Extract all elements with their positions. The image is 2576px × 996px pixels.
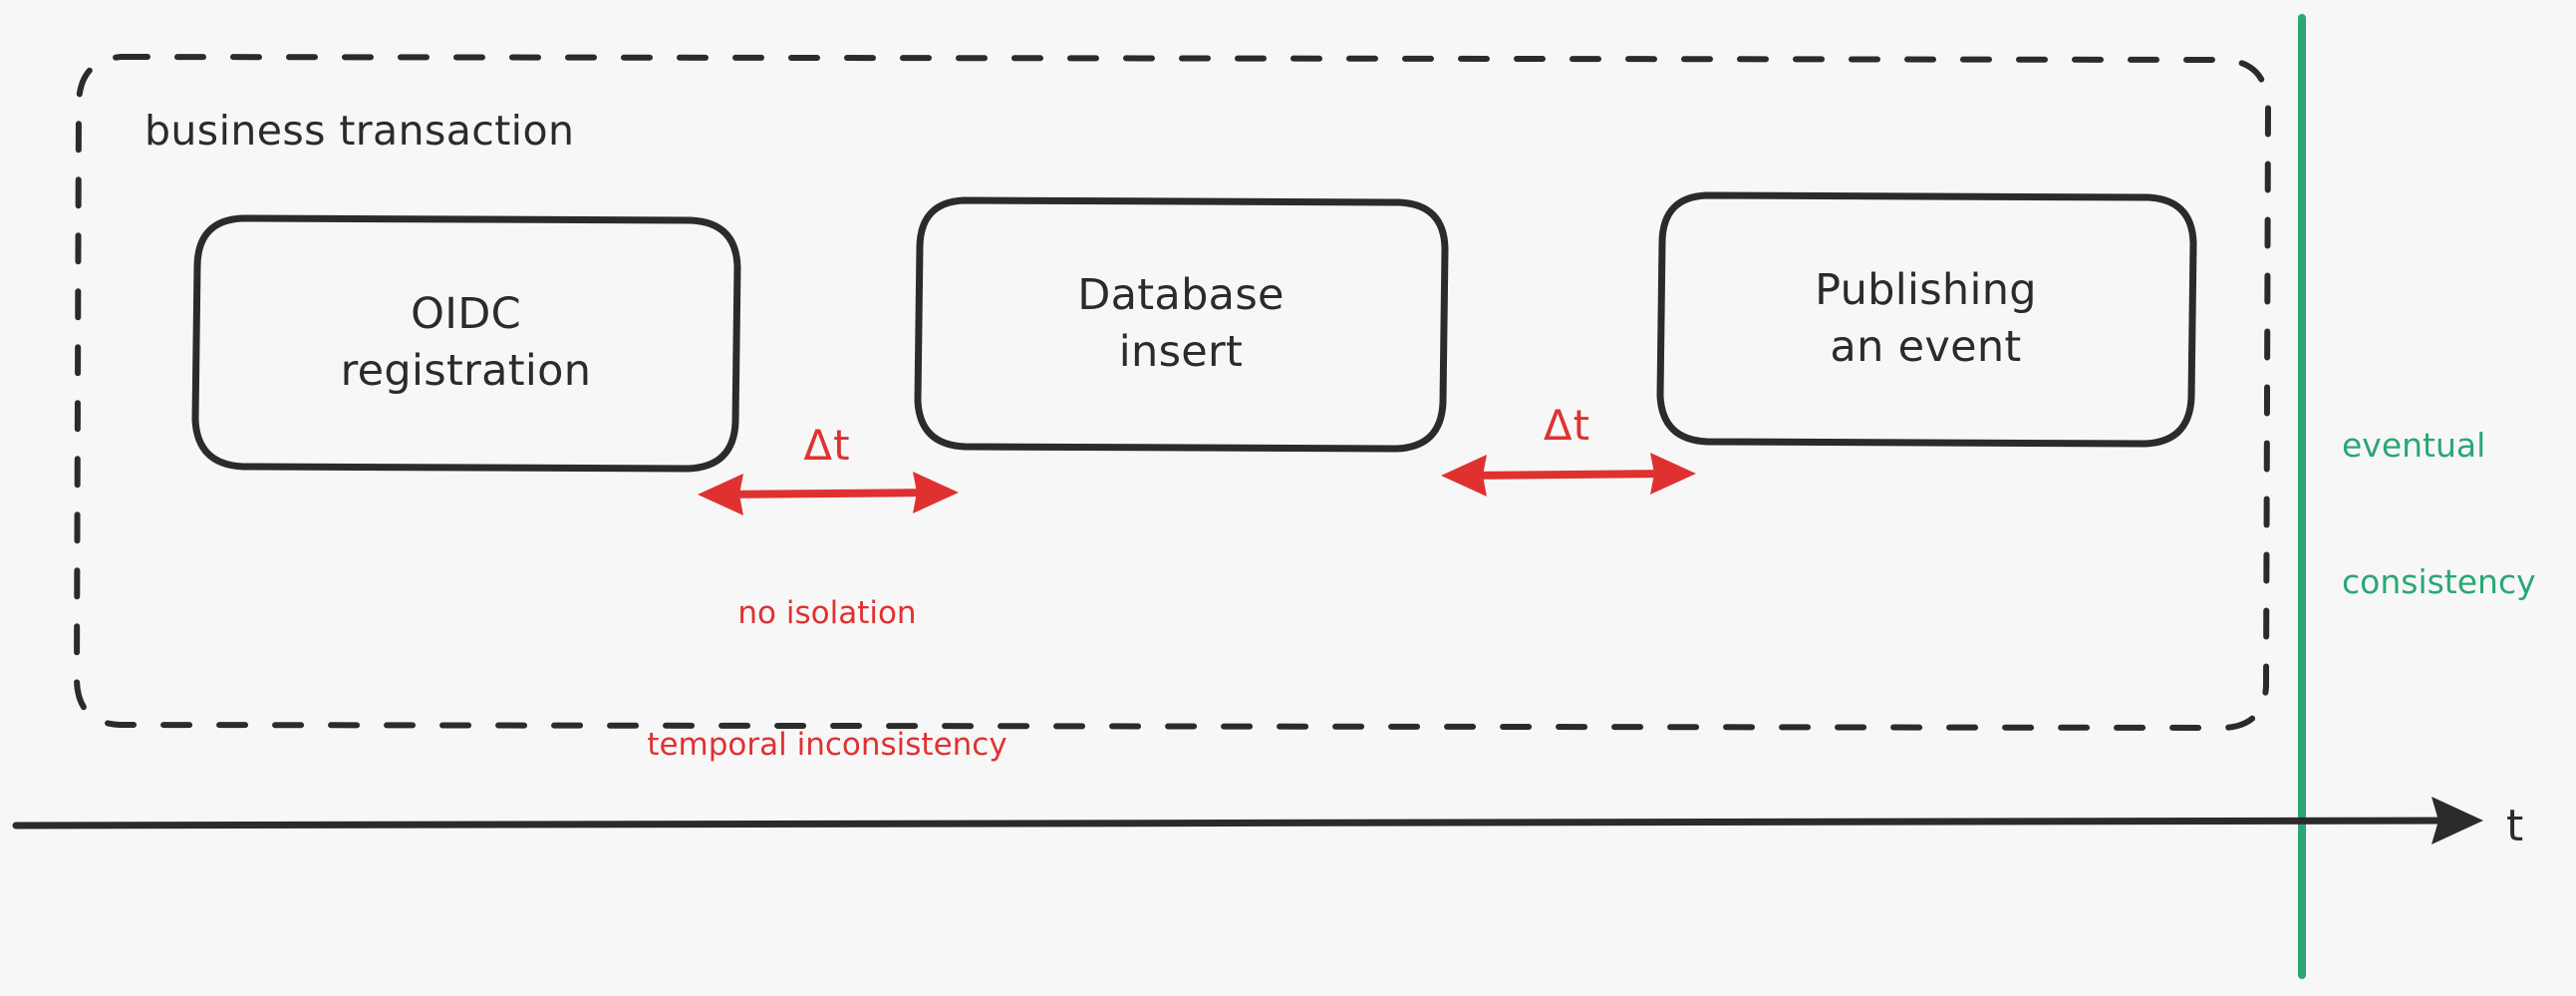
step-box-oidc-registration[interactable] (191, 214, 741, 473)
inconsistency-note-line-2: temporal inconsistency (647, 727, 1007, 764)
delta-t-symbol-2: Δt (1543, 401, 1591, 450)
eventual-consistency-label: eventual consistency (2342, 332, 2576, 695)
delta-t-arrow-1 (698, 472, 959, 515)
time-axis-label: t (2506, 801, 2524, 851)
step-box-publishing-event[interactable] (1656, 191, 2197, 448)
eventual-consistency-line-2: consistency (2342, 561, 2536, 601)
inconsistency-note-line-1: no isolation (737, 595, 917, 632)
step-box-database-insert[interactable] (914, 196, 1449, 453)
delta-t-arrow-2 (1441, 453, 1696, 497)
business-transaction-container (73, 53, 2272, 732)
time-axis (12, 797, 2483, 844)
delta-t-symbol-1: Δt (803, 421, 851, 470)
inconsistency-note: no isolation temporal inconsistency (593, 503, 1061, 854)
business-transaction-label: business transaction (144, 107, 575, 155)
eventual-consistency-line-1: eventual (2342, 426, 2486, 466)
